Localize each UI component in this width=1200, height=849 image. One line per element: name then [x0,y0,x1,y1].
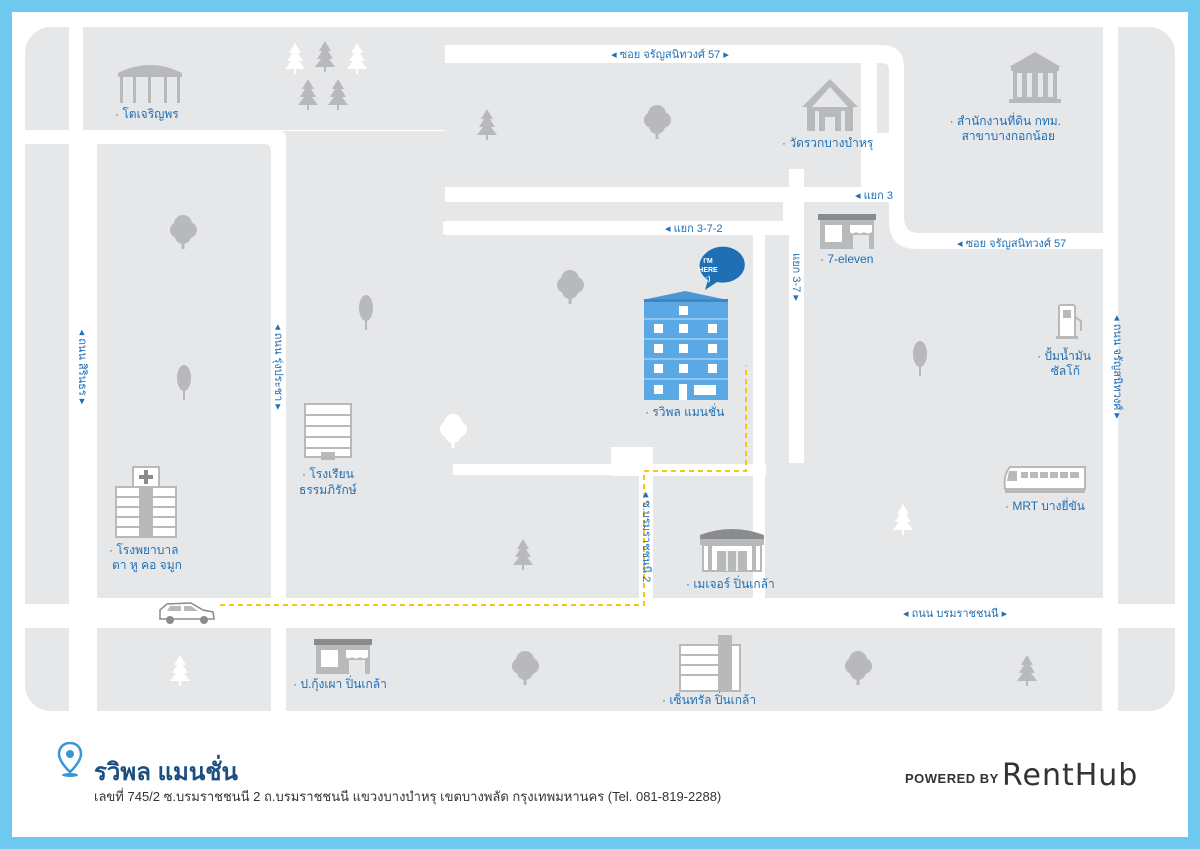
roads [25,27,1175,711]
label-wat-ruak: · วัดรวกบางบำหรุ [782,136,874,151]
road-label-borommaratchachonnani: ◂ ถนน บรมราชชนนี ▸ [903,607,1008,620]
label-land-office: · สำนักงานที่ดิน กทม. [950,112,1061,128]
road-label-yaek3: ◂ แยก 3 [855,190,893,202]
label-gas-station-2: ซัลโก้ [1051,364,1080,378]
property-title: รวิพล แมนชั่น [94,759,238,786]
svg-text:HERE: HERE [698,267,718,274]
train-icon [1003,466,1086,493]
label-tojaroenporn: · โตเจริญพร [115,107,179,121]
road-label-rung-prachar: ◂ ถนน รุ่งประชา ▸ [272,324,284,410]
location-pin-icon [57,742,83,777]
label-hospital-2: ตา หู คอ จมูก [112,558,182,573]
label-7-eleven: · 7-eleven [820,252,873,266]
place-labels: · โตเจริญพร · วัดรวกบางบำหรุ · สำนักงานท… [109,107,1091,707]
road-label-soi-borom2: ◂ ซ.บรมราชชนนี 2 [640,492,653,582]
label-ravipol: · รวิพล แมนชั่น [645,403,724,419]
route-path [220,365,747,606]
car-icon [159,602,215,624]
renthub-logo[interactable]: RentHub [1002,758,1139,793]
road-label-yaek37: แยก 3-7 ▸ [790,253,802,301]
shopping-mall-icon [700,529,764,572]
label-gas-station: · ปั้มน้ำมัน [1037,347,1091,363]
temple-icon [802,79,858,131]
label-hospital: · โรงพยาบาล [109,543,178,557]
road-label-sirindhorn: ◂ ถนน สิรินธร ▸ [76,330,88,405]
road-label-soi57-right: ◂ ซอย จรัญสนิทวงศ์ 57 [957,237,1066,250]
label-school-2: ธรรมภิรักษ์ [299,483,357,497]
convenience-store-icon [818,214,876,249]
ravipol-mansion-building-icon[interactable] [644,291,728,400]
property-address: เลขที่ 745/2 ซ.บรมราชชนนี 2 ถ.บรมราชชนนี… [94,789,722,804]
government-building-icon [1009,52,1061,103]
label-school: · โรงเรียน [302,467,354,481]
svg-text:I'M: I'M [703,258,713,265]
school-building-icon [304,403,352,460]
road-label-yaek372: ◂ แยก 3-7-2 [665,223,723,235]
road-labels: ◂ ซอย จรัญสนิทวงศ์ 57 ▸ ◂ แยก 3 ◂ แยก 3-… [76,48,1124,620]
im-here-bubble: I'M HERE :) [698,246,745,290]
label-central: · เซ็นทรัล ปิ่นเกล้า [662,691,756,707]
restaurant-shop-icon [314,639,372,674]
label-kung-pao: · ป.กุ้งเผา ปิ่นเกล้า [293,675,387,692]
label-land-office-2: สาขาบางกอกน้อย [962,129,1055,143]
pavilion-icon [118,65,182,103]
svg-text::): :) [706,276,711,283]
area-map[interactable]: ◂ ซอย จรัญสนิทวงศ์ 57 ▸ ◂ แยก 3 ◂ แยก 3-… [25,27,1175,711]
road-label-soi57-top: ◂ ซอย จรัญสนิทวงศ์ 57 ▸ [611,48,729,61]
hospital-icon [115,466,177,538]
label-major: · เมเจอร์ ปิ่นเกล้า [686,575,775,591]
gas-pump-icon [1056,304,1082,339]
label-mrt: · MRT บางยี่ขัน [1005,497,1085,513]
road-label-charansanitwong: ◂ ถนน จรัญสนิทวงศ์ ▸ [1111,315,1124,419]
central-mall-icon [679,635,741,692]
powered-by-label: POWERED BY [905,771,999,786]
